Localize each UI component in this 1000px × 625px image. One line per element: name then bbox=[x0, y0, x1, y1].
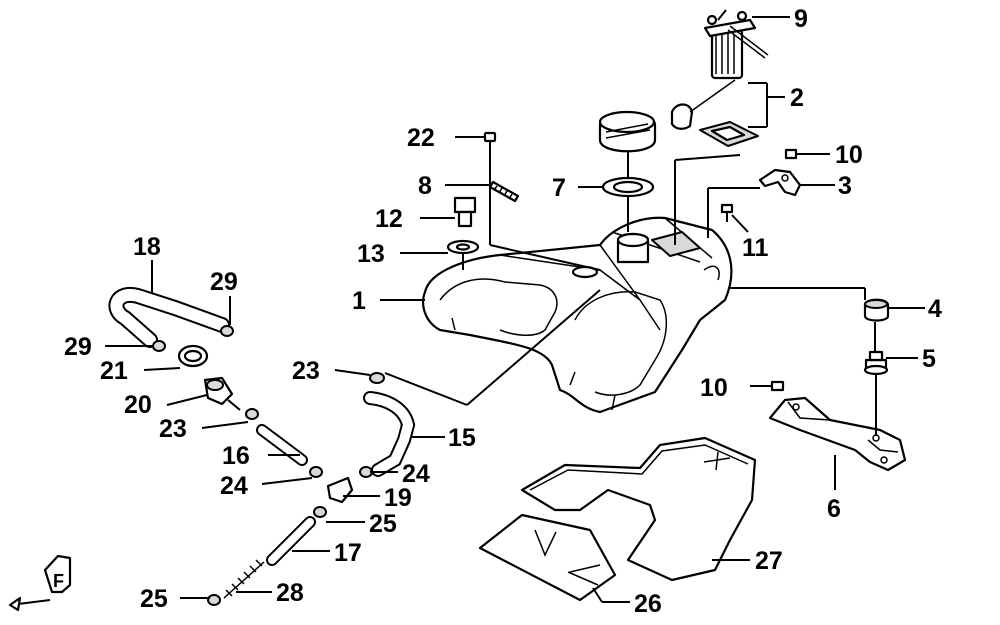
front-direction-marker: F bbox=[8, 554, 72, 612]
callout-17: 17 bbox=[334, 539, 362, 567]
callout-9: 9 bbox=[794, 5, 808, 33]
callout-19: 19 bbox=[384, 484, 412, 512]
fuel-pump-assembly bbox=[670, 10, 769, 147]
callout-10-lower: 10 bbox=[700, 374, 728, 402]
callout-24-left: 24 bbox=[220, 472, 248, 500]
callout-28: 28 bbox=[276, 579, 304, 607]
callout-10-upper: 10 bbox=[835, 141, 863, 169]
callout-3: 3 bbox=[838, 172, 852, 200]
callout-23-upper: 23 bbox=[292, 357, 320, 385]
callout-5: 5 bbox=[922, 345, 936, 373]
callout-13: 13 bbox=[357, 240, 385, 268]
callout-8: 8 bbox=[418, 172, 432, 200]
callout-2: 2 bbox=[790, 84, 804, 112]
callout-23-left: 23 bbox=[159, 415, 187, 443]
callout-29-right: 29 bbox=[210, 268, 238, 296]
callout-18: 18 bbox=[133, 233, 161, 261]
callout-labels: 1 2 3 4 5 6 7 8 9 10 10 11 12 13 15 16 1… bbox=[64, 5, 942, 618]
callout-29-left: 29 bbox=[64, 333, 92, 361]
callout-25-upper: 25 bbox=[369, 510, 397, 538]
callout-4: 4 bbox=[928, 295, 942, 323]
callout-26: 26 bbox=[634, 590, 662, 618]
callout-1: 1 bbox=[352, 287, 366, 315]
mounting-bracket bbox=[758, 168, 802, 197]
leader-lines bbox=[105, 9, 925, 603]
callout-27: 27 bbox=[755, 547, 783, 575]
callout-25-lower: 25 bbox=[140, 585, 168, 613]
fuel-hoses bbox=[108, 286, 416, 606]
callout-22: 22 bbox=[407, 124, 435, 152]
callout-11: 11 bbox=[742, 234, 769, 262]
callout-6: 6 bbox=[827, 495, 841, 523]
callout-7: 7 bbox=[552, 174, 566, 202]
bolts-10 bbox=[720, 148, 798, 392]
callout-24-right: 24 bbox=[402, 460, 430, 488]
tank-support-plate bbox=[768, 396, 907, 472]
insulation-pads bbox=[478, 436, 757, 602]
callout-15: 15 bbox=[448, 424, 476, 452]
tank-hardware bbox=[446, 131, 520, 255]
rubber-mounts bbox=[863, 298, 890, 376]
callout-20: 20 bbox=[124, 391, 152, 419]
front-marker-letter: F bbox=[53, 571, 64, 591]
callout-21: 21 bbox=[100, 357, 128, 385]
fuel-cap bbox=[598, 110, 657, 198]
callout-16: 16 bbox=[222, 442, 250, 470]
callout-12: 12 bbox=[375, 205, 403, 233]
